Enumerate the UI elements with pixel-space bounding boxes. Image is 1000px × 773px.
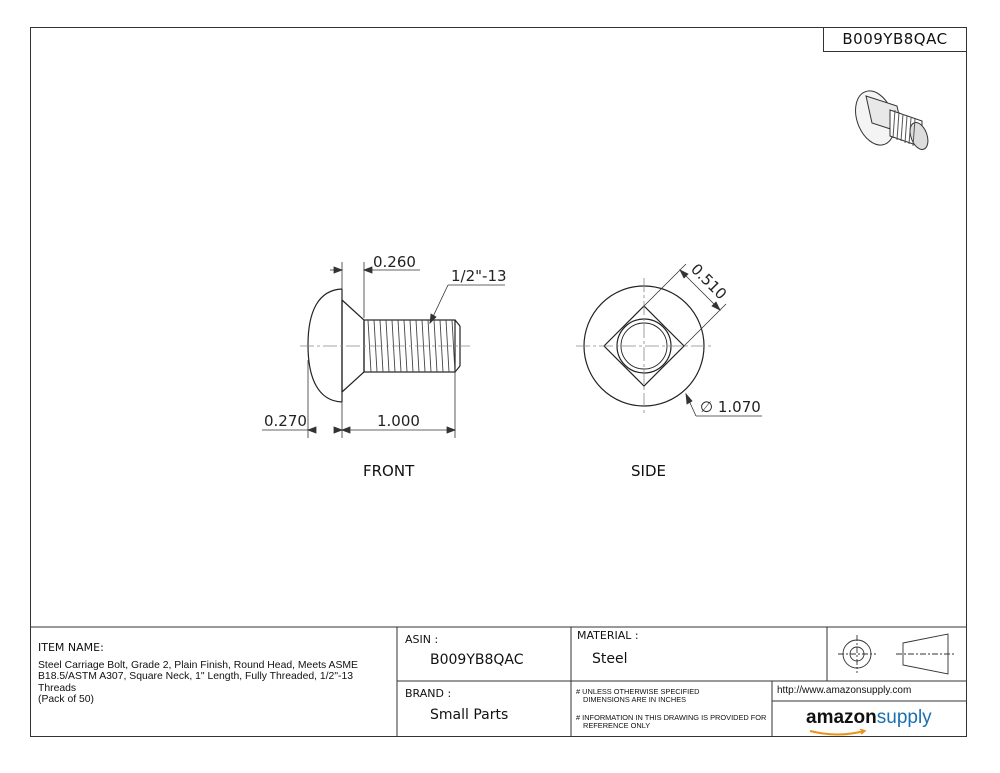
part-number: B009YB8QAC — [842, 30, 948, 48]
asin-value: B009YB8QAC — [430, 652, 524, 668]
bolt-head-outline — [307, 288, 343, 403]
dim-diameter: ∅ 1.070 — [700, 398, 761, 416]
amazonsupply-logo: amazonsupply — [806, 707, 932, 736]
front-view-label: FRONT — [363, 462, 415, 480]
logo-smile-icon — [809, 729, 867, 736]
front-dimensions — [262, 262, 505, 438]
item-name-line: B18.5/ASTM A307, Square Neck, 1" Length,… — [38, 671, 354, 694]
item-name-label: ITEM NAME: — [38, 641, 104, 654]
front-view — [300, 288, 470, 403]
side-dimensions — [643, 263, 762, 417]
brand-label: BRAND : — [405, 687, 452, 700]
note-line: REFERENCE ONLY — [583, 721, 651, 730]
dim-square: 0.510 — [687, 260, 730, 303]
website-link[interactable]: http://www.amazonsupply.com — [777, 685, 912, 696]
side-view-label: SIDE — [631, 462, 666, 480]
dim-head-neck: 0.260 — [373, 253, 416, 271]
material-value: Steel — [592, 651, 628, 667]
note-line: # UNLESS OTHERWISE SPECIFIED — [576, 687, 700, 696]
drawing-sheet-border — [30, 27, 967, 737]
thread-line — [433, 319, 438, 373]
third-angle-projection-symbol — [838, 633, 955, 675]
note-line: # INFORMATION IN THIS DRAWING IS PROVIDE… — [576, 713, 767, 722]
brand-value: Small Parts — [430, 707, 509, 723]
dim-thread: 1/2"-13 — [451, 267, 507, 285]
dim-length: 1.000 — [377, 412, 420, 430]
thread-line — [427, 319, 432, 373]
item-name-description: Steel Carriage Bolt, Grade 2, Plain Fini… — [38, 660, 388, 705]
part-number-box: B009YB8QAC — [823, 27, 967, 52]
dimension-units-note: # UNLESS OTHERWISE SPECIFIED DIMENSIONS … — [576, 688, 699, 704]
thread-line — [451, 319, 456, 373]
reference-only-note: # INFORMATION IN THIS DRAWING IS PROVIDE… — [576, 714, 766, 730]
logo-word-amazon: amazon — [806, 707, 877, 728]
dim-head-height: 0.270 — [264, 412, 307, 430]
item-name-line: (Pack of 50) — [38, 693, 95, 705]
bolt-3d-thumbnail — [855, 90, 929, 150]
side-view — [576, 278, 712, 414]
title-block-grid — [30, 626, 967, 737]
item-name-line: Steel Carriage Bolt, Grade 2, Plain Fini… — [38, 660, 358, 671]
material-label: MATERIAL : — [577, 629, 639, 642]
note-line: DIMENSIONS ARE IN INCHES — [583, 695, 687, 704]
asin-label: ASIN : — [405, 633, 439, 646]
logo-word-supply: supply — [876, 707, 932, 728]
